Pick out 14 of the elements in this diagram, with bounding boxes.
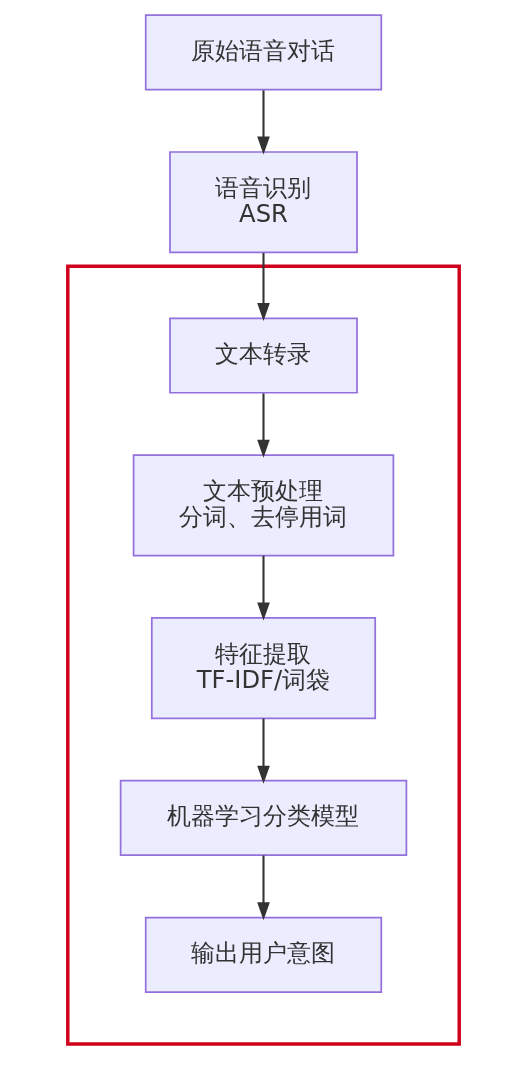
node-box: 输出用户意图 (144, 916, 383, 993)
arrow (257, 555, 270, 621)
node-box: 文本预处理 分词、去停用词 (132, 454, 395, 557)
node-box: 文本转录 (169, 317, 358, 394)
arrow (257, 393, 270, 458)
arrow (257, 90, 270, 155)
node-box: 机器学习分类模型 (119, 779, 408, 857)
node-box: 特征提取 TF-IDF/词袋 (150, 617, 377, 720)
node-box: 原始语音对话 (144, 14, 383, 91)
arrow (257, 855, 270, 921)
node-box: 语音识别 ASR (169, 151, 358, 254)
cluster (66, 264, 461, 1046)
arrow (257, 253, 270, 322)
arrow (257, 718, 270, 784)
